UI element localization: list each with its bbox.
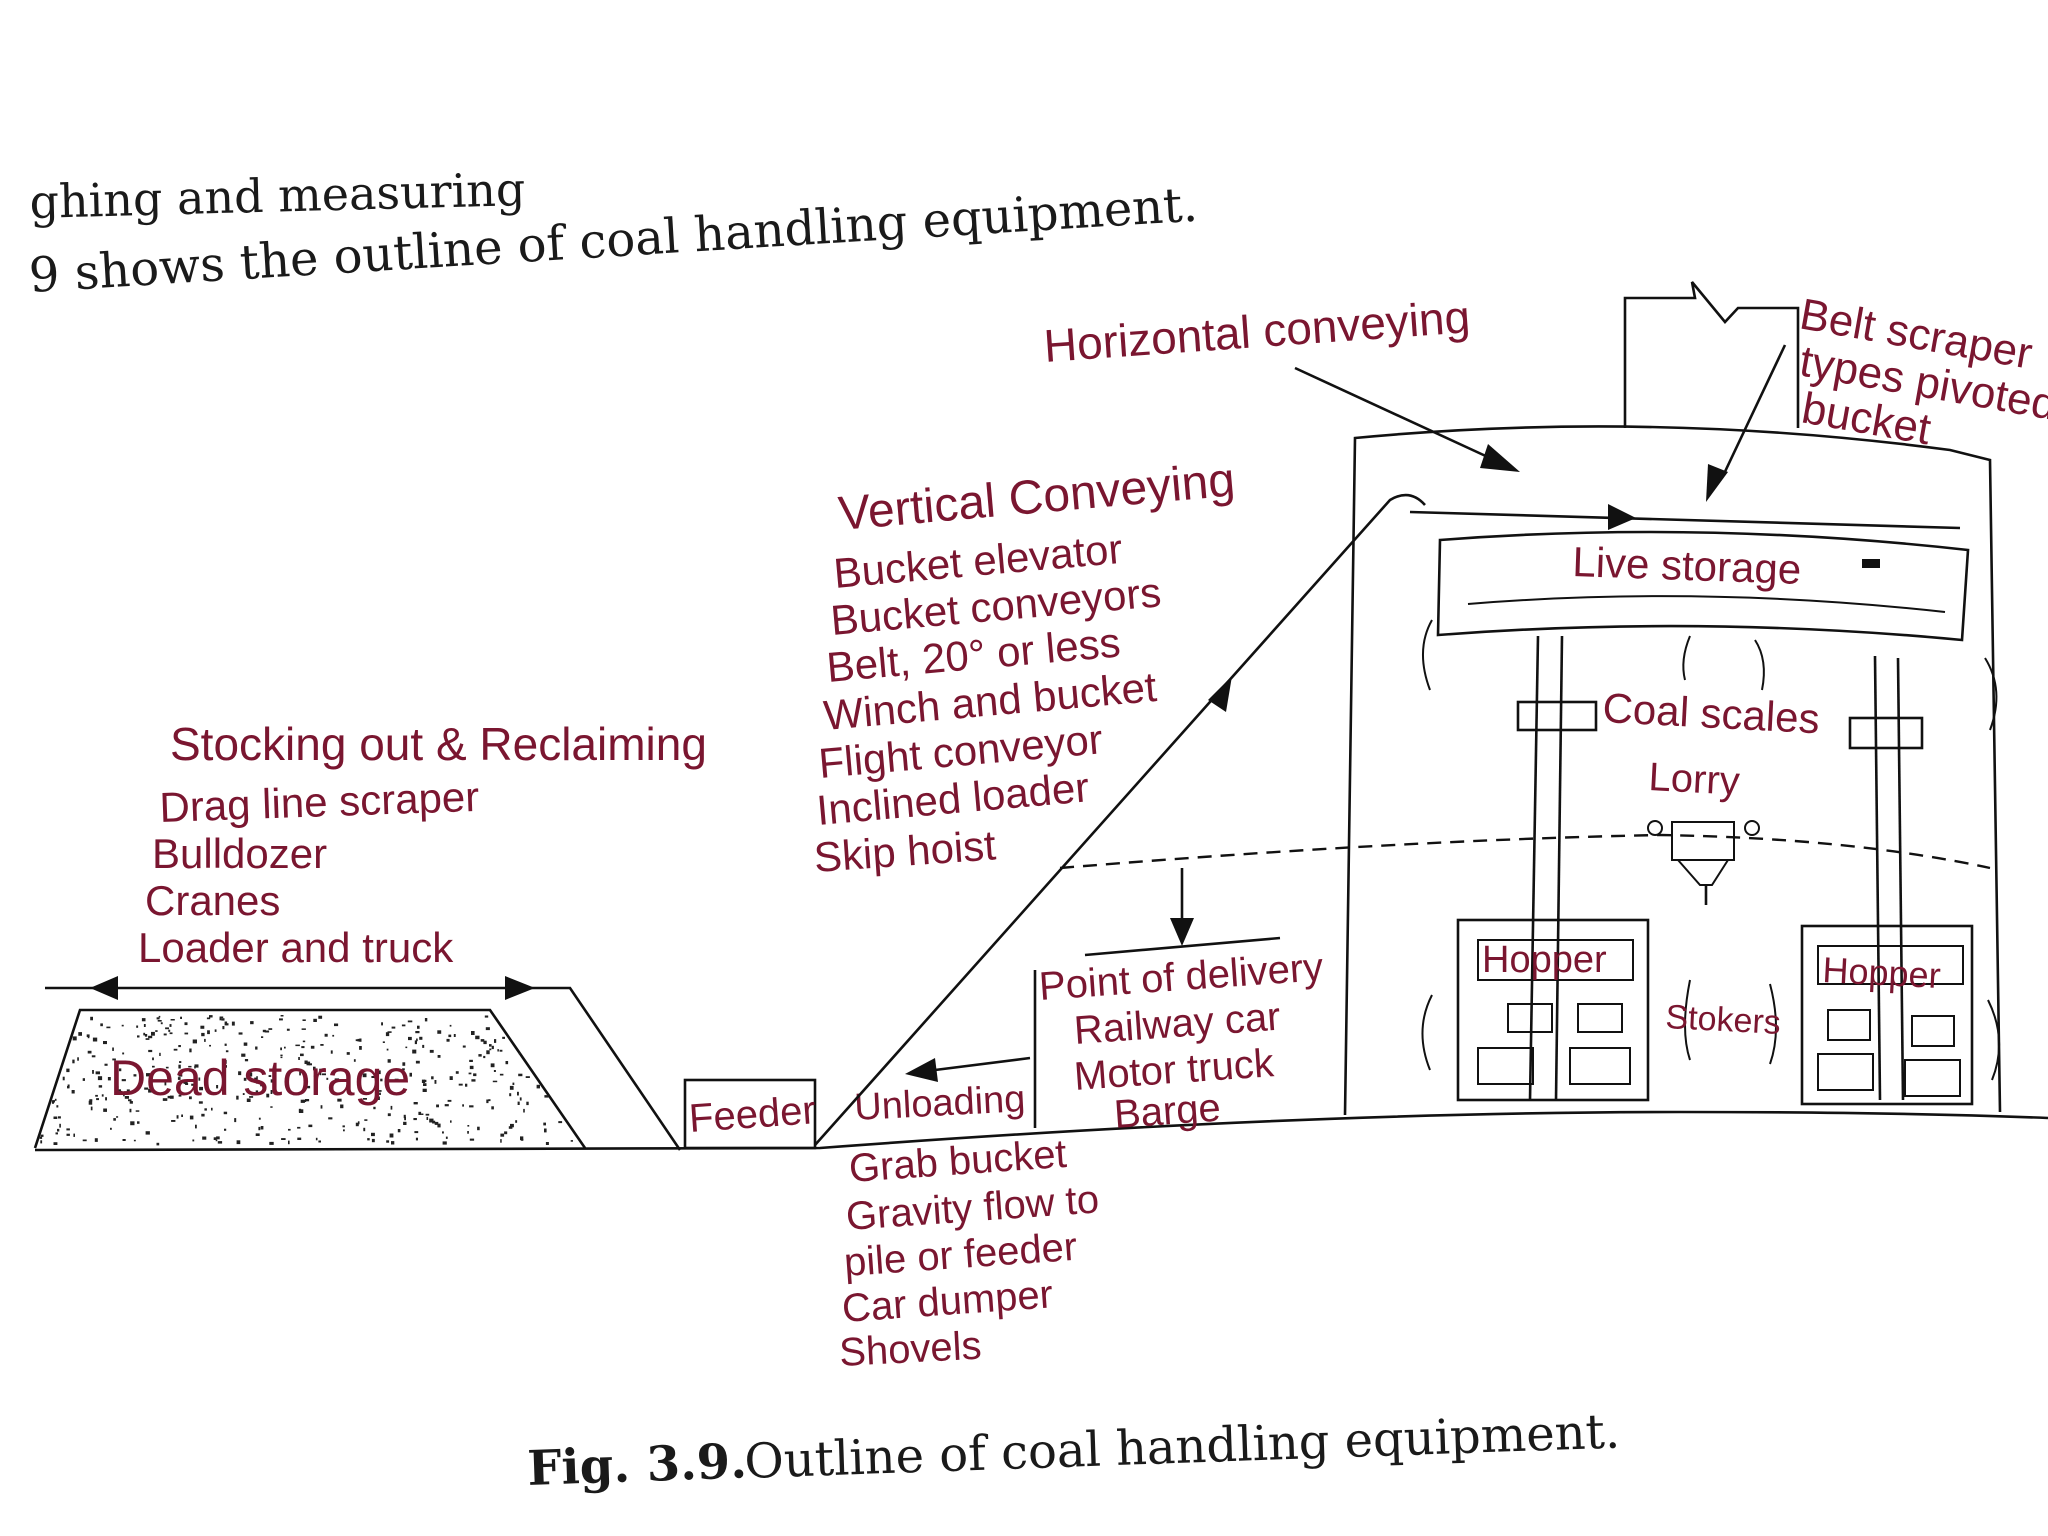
horizontal-belt-arrowhead — [1608, 504, 1636, 530]
unloading-label: Unloading — [853, 1078, 1026, 1129]
vertical-list: Bucket elevator Bucket conveyors Belt, 2… — [812, 525, 1163, 881]
figure-caption: Outline of coal handling equipment. — [743, 1403, 1620, 1490]
stocking-item: Cranes — [145, 877, 280, 924]
stocking-item: Bulldozer — [152, 830, 327, 877]
coal-scales-label: Coal scales — [1602, 684, 1821, 742]
live-storage-label: Live storage — [1572, 538, 1802, 593]
building-outline — [1343, 425, 2002, 1116]
arrowhead-right — [505, 976, 535, 1000]
stocking-title: Stocking out & Reclaiming — [170, 718, 707, 770]
live-storage-bunker — [1436, 530, 1970, 642]
unloading-arrowhead — [905, 1058, 938, 1082]
coal-scale-right — [1848, 716, 1924, 750]
feeder-box — [683, 1078, 817, 1150]
chimney — [1623, 281, 1800, 428]
delivery-arrowhead — [1170, 918, 1194, 946]
arrowhead-left — [90, 976, 118, 1000]
stocking-item: Drag line scraper — [159, 773, 480, 831]
horizontal-conveying-label: Horizontal conveying — [1042, 290, 1472, 372]
boiler-left — [1456, 918, 1650, 1102]
lorry-rail-dashed — [1059, 833, 1991, 870]
coal-speckle-texture — [39, 1015, 573, 1146]
ground-line — [34, 1110, 2048, 1152]
dead-storage-label: Dead storage — [110, 1050, 410, 1106]
stocking-list: Drag line scraper Bulldozer Cranes Loade… — [138, 773, 480, 971]
feeder-label: Feeder — [688, 1088, 818, 1141]
delivery-item: Barge — [1113, 1086, 1223, 1137]
unloading-methods-list: Grab bucket Gravity flow to pile or feed… — [838, 1132, 1100, 1375]
unloading-arrow-line — [934, 1056, 1031, 1072]
horizontal-pointer-arrowhead — [1480, 444, 1520, 472]
figure-number: Fig. 3.9. — [526, 1433, 747, 1497]
hopper-left-label: Hopper — [1482, 939, 1607, 981]
coal-scale-left — [1516, 700, 1598, 732]
belt-scraper-arrowhead — [1706, 464, 1728, 502]
header-line-1: ghing and measuring — [29, 162, 526, 229]
lorry-label: Lorry — [1648, 755, 1741, 804]
delivery-title: Point of delivery — [1038, 945, 1325, 1009]
unloading-method: Shovels — [838, 1324, 982, 1375]
delivery-shelf — [1084, 936, 1281, 957]
lorry — [1647, 820, 1760, 905]
vertical-title: Vertical Conveying — [836, 454, 1237, 541]
stocking-item: Loader and truck — [138, 924, 454, 971]
inclined-conveyor-arrowhead — [1208, 676, 1232, 712]
inclined-conveyor — [814, 493, 1426, 1146]
hopper-right-label: Hopper — [1822, 949, 1942, 996]
horizontal-pointer-line — [1294, 366, 1491, 460]
belt-scraper-pointer — [1720, 344, 1787, 479]
plant-building — [1059, 281, 2002, 1116]
stokers-label: Stokers — [1665, 998, 1782, 1042]
boiler-right — [1800, 924, 1974, 1106]
horizontal-belt — [1409, 510, 1961, 530]
dead-storage-pile — [33, 976, 682, 1151]
